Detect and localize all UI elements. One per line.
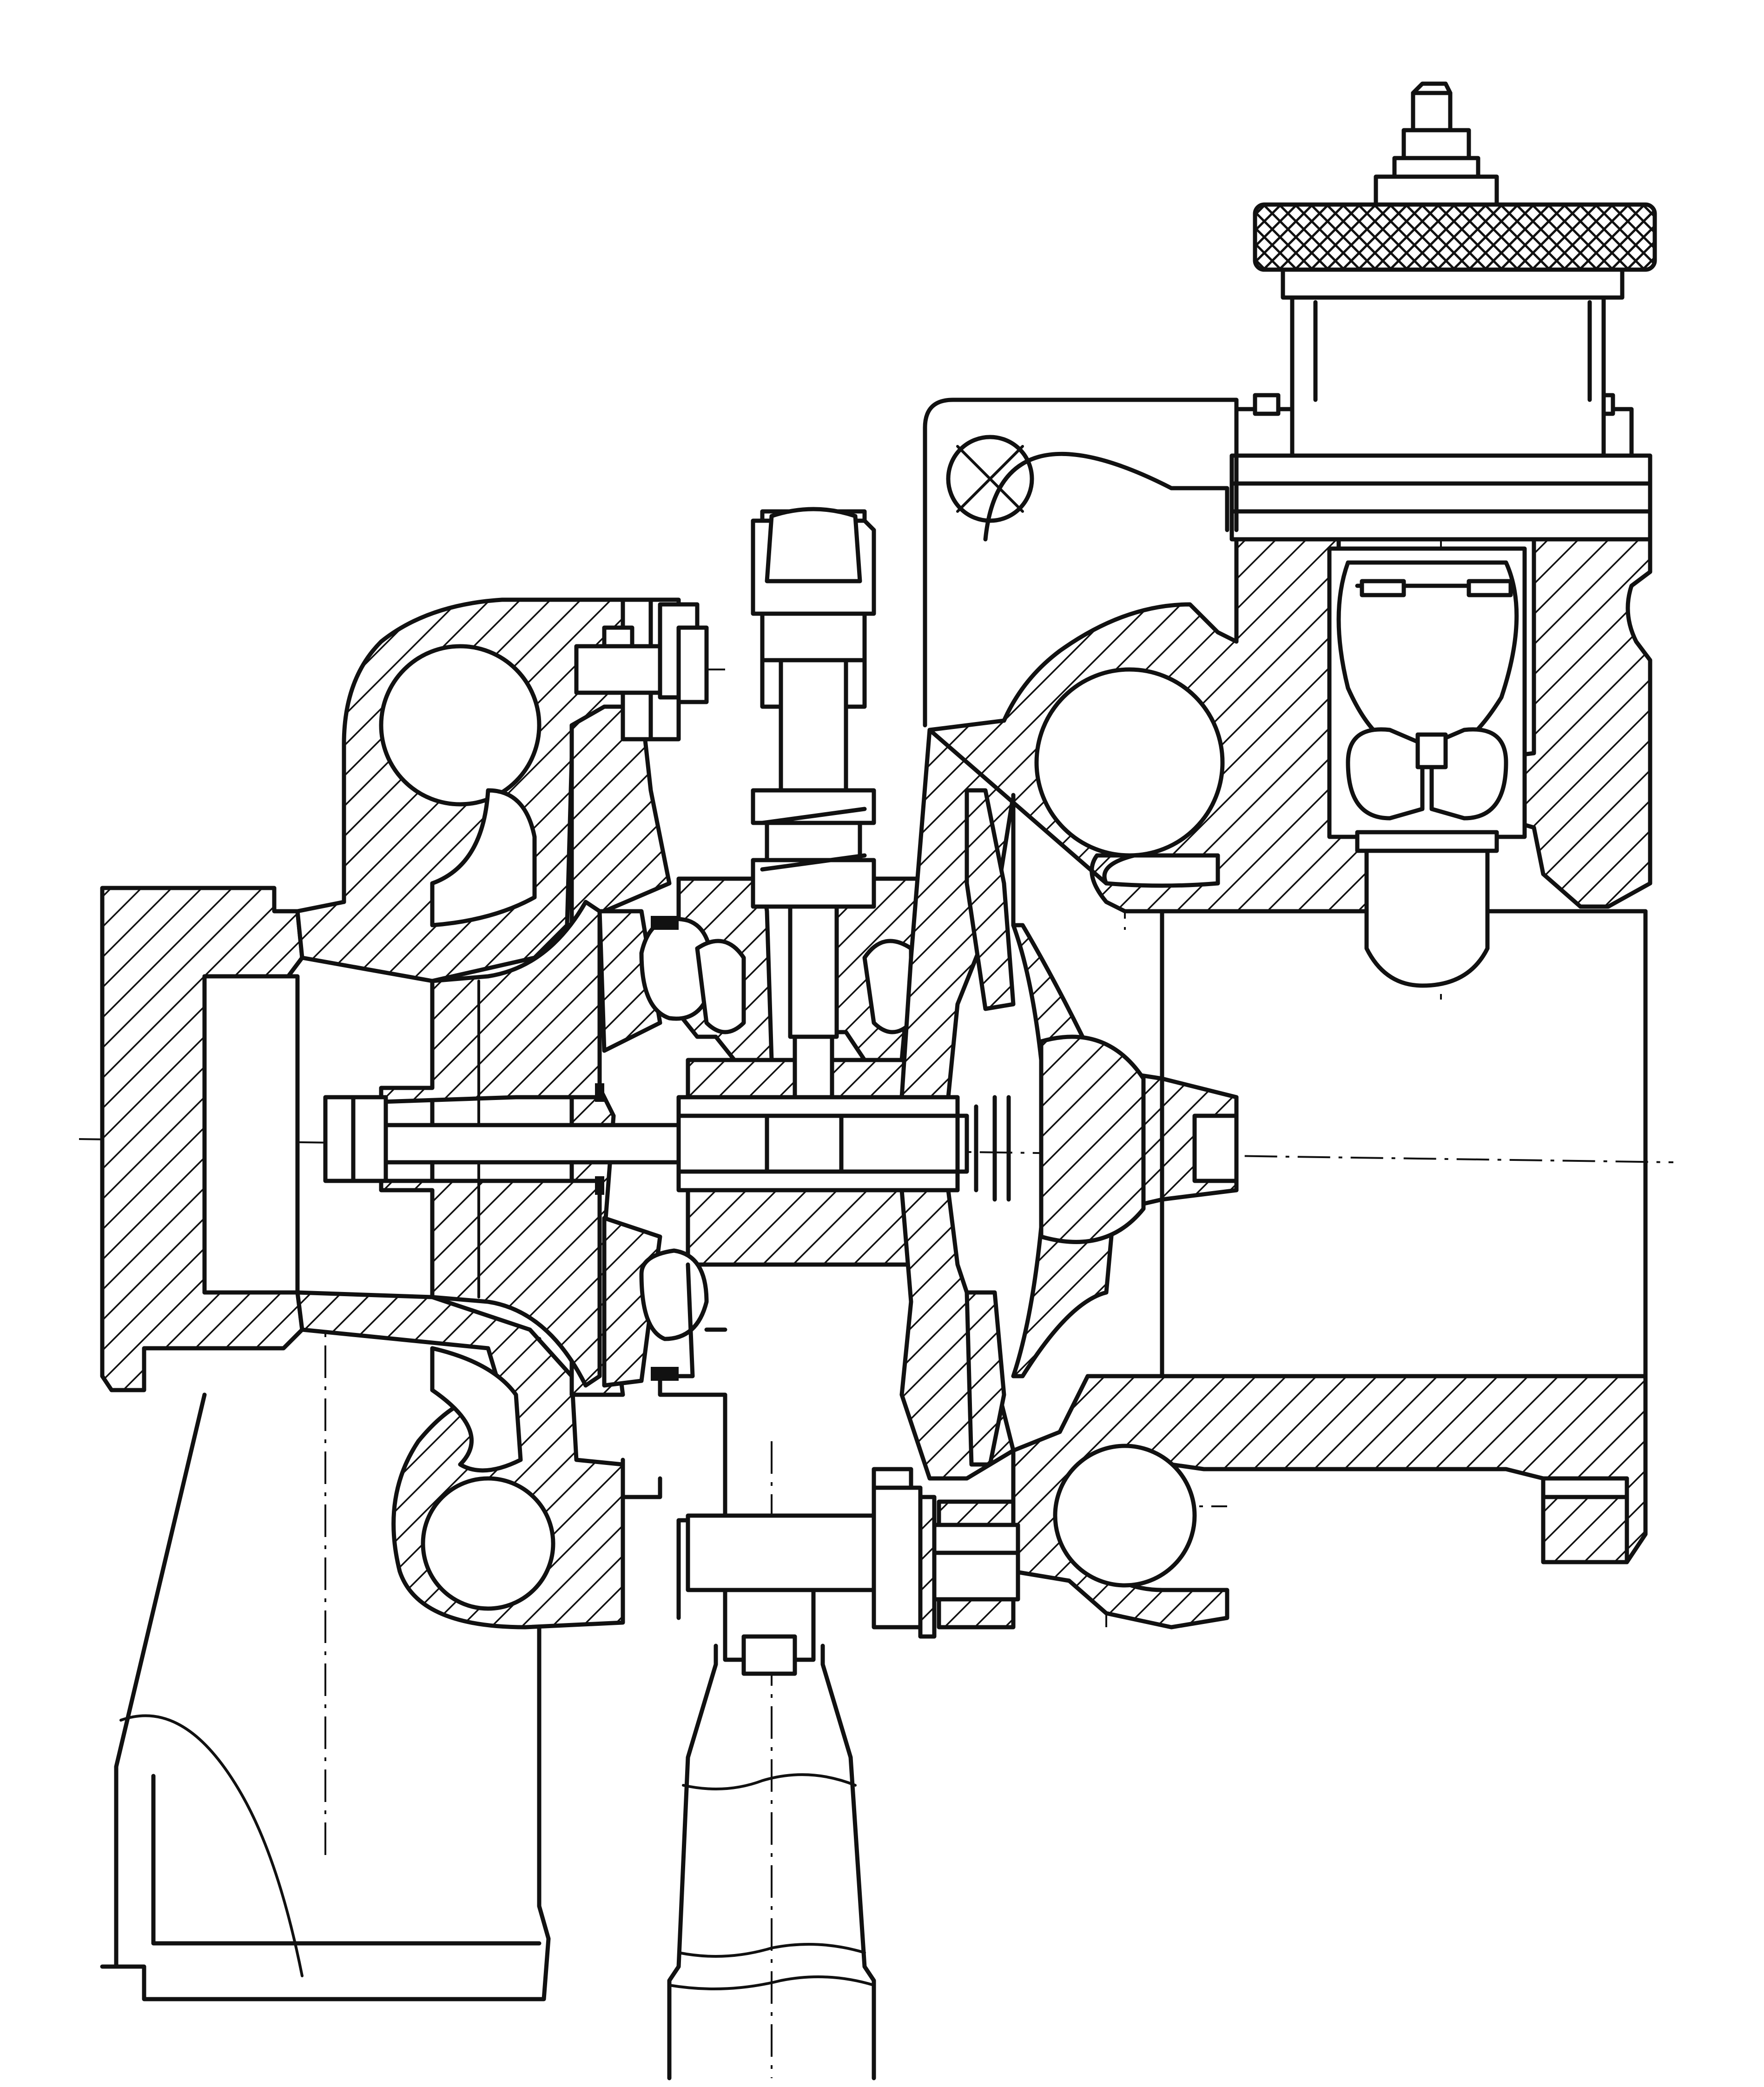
shaft-assembly <box>323 1095 969 1193</box>
turbine-housing <box>927 451 1652 1630</box>
oil-drain-pipe <box>667 1588 876 2080</box>
compressor-clamp-bolt-upper <box>574 602 709 704</box>
compressor-wheel <box>379 900 602 1388</box>
seal-markers <box>595 916 679 1381</box>
compressor-inlet-flange <box>100 886 304 1392</box>
wastegate-valve <box>1229 81 1657 988</box>
turbine-wheel <box>1011 923 1239 1378</box>
oil-inlet-fitting <box>751 507 876 1100</box>
turbine-clamp-bolt <box>686 1467 1020 1639</box>
mounting-bracket <box>923 398 1239 728</box>
compressor-volute <box>295 597 625 1630</box>
turbine-heat-shield <box>899 728 1016 1481</box>
